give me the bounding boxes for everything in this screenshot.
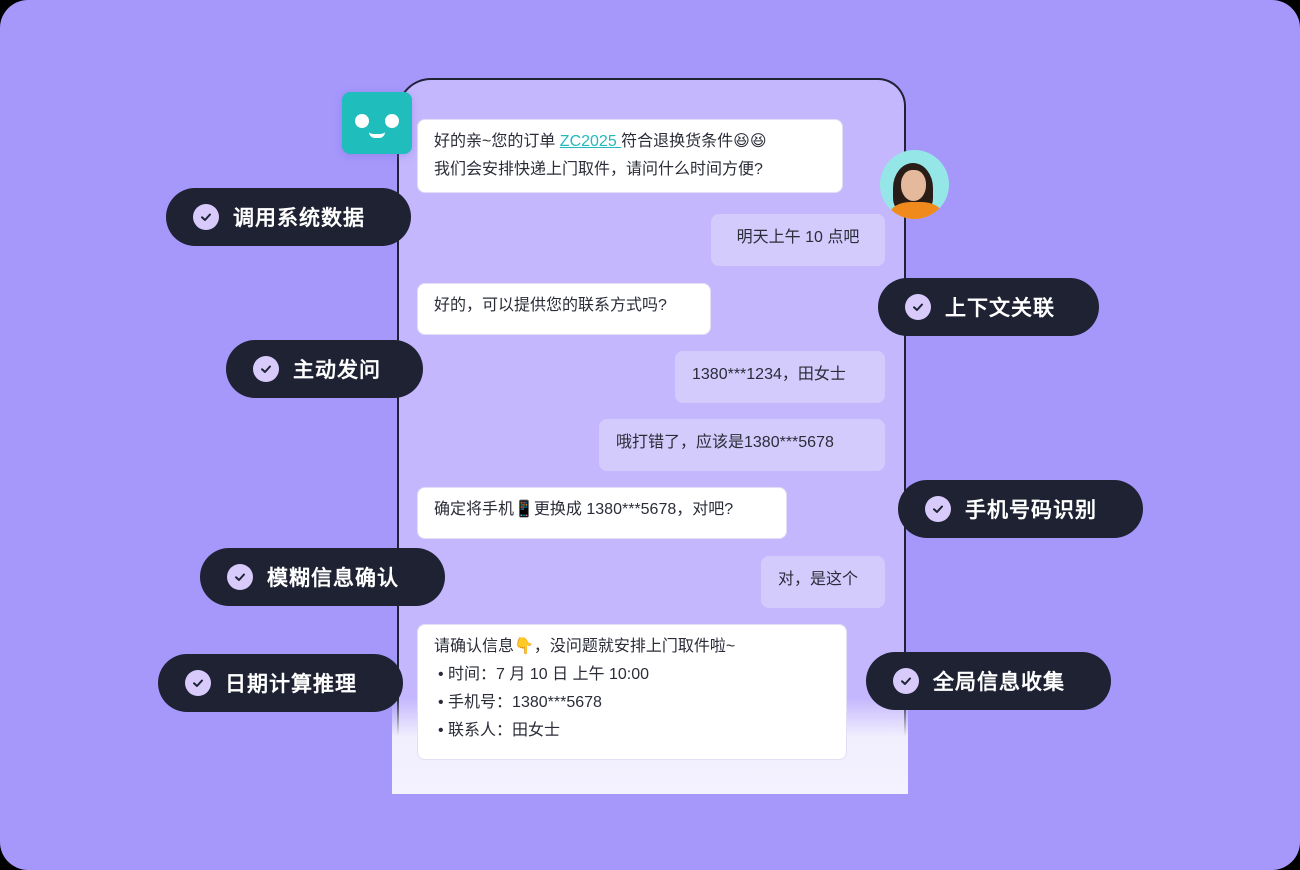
message-text: 对，是这个 bbox=[778, 571, 859, 588]
message-text: 我们会安排快递上门取件，请问什么时间方便? bbox=[434, 161, 763, 178]
message-text: 1380***1234，田女士 bbox=[692, 366, 846, 383]
check-circle-icon bbox=[227, 564, 253, 590]
message-text: 符合退换货条件😆😆 bbox=[621, 133, 767, 150]
capability-label: 上下文关联 bbox=[945, 297, 1055, 320]
capability-label: 全局信息收集 bbox=[933, 671, 1065, 694]
order-number-link[interactable]: ZC2025 bbox=[559, 133, 622, 150]
message-text: 确定将手机📱更换成 1380***5678，对吧? bbox=[434, 501, 734, 518]
capability-pill: 日期计算推理 bbox=[158, 654, 403, 712]
capability-pill: 主动发问 bbox=[226, 340, 423, 398]
check-circle-icon bbox=[925, 496, 951, 522]
capability-pill: 调用系统数据 bbox=[166, 188, 411, 246]
capability-pill: 全局信息收集 bbox=[866, 652, 1111, 710]
chat-message-bot: 好的，可以提供您的联系方式吗? bbox=[417, 283, 711, 335]
summary-intro: 请确认信息👇，没问题就安排上门取件啦~ bbox=[434, 638, 736, 655]
capability-label: 手机号码识别 bbox=[965, 499, 1097, 522]
message-text: 好的，可以提供您的联系方式吗? bbox=[434, 297, 667, 314]
chat-message-user: 对，是这个 bbox=[761, 556, 885, 608]
check-circle-icon bbox=[253, 356, 279, 382]
chat-message-user: 明天上午 10 点吧 bbox=[711, 214, 885, 266]
capability-label: 模糊信息确认 bbox=[267, 567, 399, 590]
message-text: 好的亲~您的订单 bbox=[434, 133, 560, 150]
summary-phone: • 手机号：1380***5678 bbox=[438, 694, 602, 711]
summary-contact: • 联系人：田女士 bbox=[438, 722, 561, 739]
chat-message-bot: 好的亲~您的订单 ZC2025 符合退换货条件😆😆 我们会安排快递上门取件，请问… bbox=[417, 119, 843, 193]
capability-label: 日期计算推理 bbox=[225, 673, 357, 696]
user-avatar bbox=[880, 150, 949, 219]
chat-message-user: 1380***1234，田女士 bbox=[675, 351, 885, 403]
chat-message-user: 哦打错了，应该是1380***5678 bbox=[599, 419, 885, 471]
capability-label: 调用系统数据 bbox=[233, 207, 365, 230]
capability-pill: 模糊信息确认 bbox=[200, 548, 445, 606]
chat-message-bot: 确定将手机📱更换成 1380***5678，对吧? bbox=[417, 487, 787, 539]
capability-label: 主动发问 bbox=[293, 359, 381, 382]
check-circle-icon bbox=[185, 670, 211, 696]
chat-message-bot-summary: 请确认信息👇，没问题就安排上门取件啦~ • 时间：7 月 10 日 上午 10:… bbox=[417, 624, 847, 760]
check-circle-icon bbox=[893, 668, 919, 694]
message-text: 明天上午 10 点吧 bbox=[736, 229, 860, 246]
message-text: 哦打错了，应该是1380***5678 bbox=[616, 434, 834, 451]
capability-pill: 上下文关联 bbox=[878, 278, 1099, 336]
robot-face-icon bbox=[342, 92, 412, 154]
summary-time: • 时间：7 月 10 日 上午 10:00 bbox=[438, 666, 650, 683]
capability-pill: 手机号码识别 bbox=[898, 480, 1143, 538]
check-circle-icon bbox=[193, 204, 219, 230]
check-circle-icon bbox=[905, 294, 931, 320]
